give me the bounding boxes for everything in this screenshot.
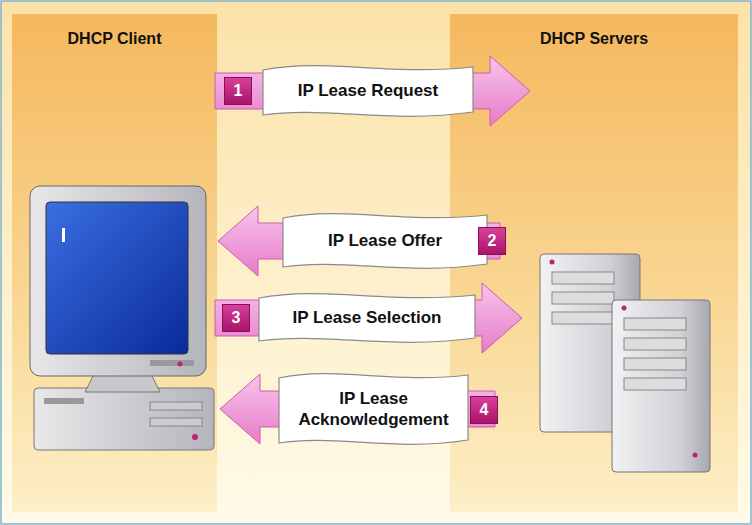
message-label: IP Lease Selection <box>293 307 442 328</box>
step-number-badge: 3 <box>222 304 250 332</box>
banner-outline-path <box>259 294 475 343</box>
message-label: IP Lease Offer <box>328 230 442 251</box>
message-banner: IP Lease Request1 <box>262 62 474 120</box>
callout-number: 3 <box>232 309 241 327</box>
callout-number: 1 <box>234 82 243 100</box>
computer-illustration <box>30 186 214 450</box>
banner-outline <box>278 370 469 448</box>
message-banner: IP Lease Offer2 <box>282 210 488 272</box>
callout-number: 4 <box>480 401 489 419</box>
banner-outline-path <box>279 374 468 445</box>
client-band <box>12 14 217 512</box>
message-banner: IP Lease Selection3 <box>258 290 476 346</box>
banner-outline-path <box>263 66 473 117</box>
message-banner: IP Lease Acknowledgement4 <box>278 370 469 448</box>
step-number-badge: 4 <box>470 396 498 424</box>
step-number-badge: 2 <box>478 227 506 255</box>
banner-outline-path <box>283 214 487 269</box>
message-label: IP Lease Acknowledgement <box>296 388 451 431</box>
band-heading: DHCP Client <box>68 30 162 48</box>
band-heading: DHCP Servers <box>540 30 648 48</box>
network-band: DHCP Client <box>12 14 217 512</box>
step-number-badge: 1 <box>224 77 252 105</box>
message-label: IP Lease Request <box>298 80 438 101</box>
flow-arrows <box>215 56 530 444</box>
callout-number: 2 <box>488 232 497 250</box>
network-band: DHCP Servers <box>450 14 738 512</box>
server-illustration <box>540 254 710 472</box>
